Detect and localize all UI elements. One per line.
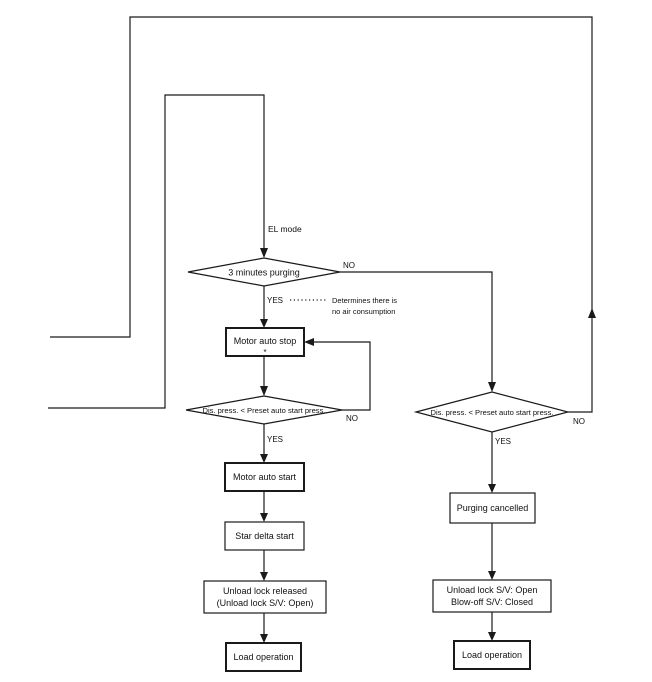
left-pressure-no-label: NO [346,414,358,423]
arrowhead [488,571,496,580]
arrowhead [260,319,268,328]
right-pressure-yes-label: YES [495,437,511,446]
right-load-operation-box [453,640,531,670]
left-pressure-yes-label: YES [267,435,283,444]
el-mode-label: EL mode [268,224,302,234]
arrowhead [588,308,596,318]
arrowhead [260,454,268,463]
outer-loop-line [50,16,593,338]
purging-cancelled-text: Purging cancelled [457,503,529,513]
unload-open-text-1: Unload lock S/V: Open [447,585,538,595]
star-delta-start-text: Star delta start [235,531,294,541]
arrowhead [488,632,496,641]
arrowhead [488,484,496,493]
purging-cancelled-box [449,492,536,524]
unload-lock-released-box [203,580,327,614]
arrowhead [488,382,496,392]
left-load-operation-box [225,642,302,672]
purging-no-line [340,271,493,382]
arrowhead [260,248,268,258]
motor-auto-stop-box [225,327,305,357]
motor-auto-stop-star: * [263,348,266,357]
motor-auto-start-text: Motor auto start [233,472,297,482]
right-pressure-no-line [568,318,593,413]
left-load-operation-text: Load operation [233,652,293,662]
right-pressure-text: Dis. press. < Preset auto start press. [430,408,553,417]
left-pressure-text: Dis. press. < Preset auto start press. [202,406,325,415]
arrowhead [260,634,268,643]
right-load-operation-text: Load operation [462,650,522,660]
unload-lock-released-text-1: Unload lock released [223,586,307,596]
arrowhead [304,338,314,346]
unload-lock-released-text-2: (Unload lock S/V: Open) [217,598,314,608]
unload-open-text-2: Blow-off S/V: Closed [451,597,533,607]
purging-yes-label: YES [267,296,283,305]
unload-open-blowoff-box [432,579,552,613]
arrowhead [260,386,268,396]
star-delta-start-box [224,521,305,551]
inner-loop-line [48,94,265,409]
right-pressure-no-label: NO [573,417,585,426]
arrowhead [260,513,268,522]
note-text-line1: Determines there is [332,296,397,305]
left-pressure-no-line [314,341,371,411]
motor-auto-start-box [224,462,305,492]
arrowhead [260,572,268,581]
purging-no-label: NO [343,261,355,270]
note-text-line2: no air consumption [332,307,395,316]
motor-auto-stop-text: Motor auto stop [234,336,297,346]
purging-decision-text: 3 minutes purging [228,268,300,278]
